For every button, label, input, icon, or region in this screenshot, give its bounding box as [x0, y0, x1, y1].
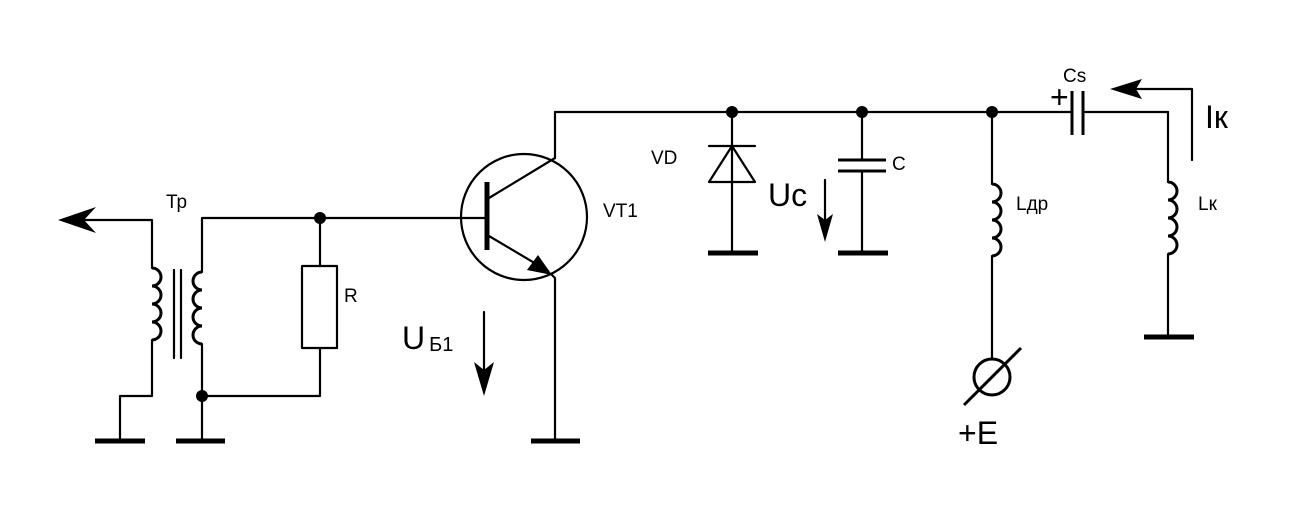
transformer-primary-bottom-lead — [118, 338, 154, 442]
transformer-secondary-coil — [191, 270, 203, 346]
cap-voltage-arrowhead — [817, 214, 833, 242]
resistor-label: R — [344, 286, 358, 307]
load-inductor-coil — [1167, 180, 1179, 256]
resistor-body — [300, 264, 339, 350]
transistor-body — [459, 152, 589, 282]
current-arrow-shaft — [1128, 87, 1194, 162]
transistor-label: VT1 — [603, 201, 638, 222]
junction-choke — [986, 106, 998, 118]
base-voltage-sub: Б1 — [429, 334, 453, 356]
choke-coil — [991, 182, 1003, 258]
transformer-primary-top-lead — [72, 218, 154, 270]
capacitor: C — [838, 110, 906, 254]
base-voltage-main: U — [402, 320, 425, 356]
choke: Lдр — [990, 110, 1048, 360]
cap-voltage-label: Uc — [768, 177, 807, 213]
output-arrow — [58, 207, 96, 233]
resistor-bottom-lead — [200, 346, 322, 398]
transistor-collector — [487, 156, 557, 200]
output-arrowhead — [58, 207, 96, 233]
resistor: R — [200, 216, 358, 398]
transistor: VT1 — [318, 110, 1064, 442]
collector-lead — [553, 110, 1064, 160]
diode: VD — [651, 110, 757, 254]
cap-voltage-indicator: Uc — [768, 177, 833, 242]
emitter-arrowhead — [527, 255, 552, 275]
capacitor-label: C — [892, 154, 906, 175]
load-inductor: Lк — [1166, 110, 1218, 338]
transformer-primary-coil — [151, 266, 163, 342]
supply-terminal-slash — [962, 346, 1023, 407]
supply-terminal-circle — [972, 357, 1012, 397]
transformer-secondary-top-lead — [200, 216, 322, 274]
coupling-cap-plus: + — [1050, 79, 1069, 115]
current-arrowhead — [1110, 79, 1142, 99]
current-indicator: Iк — [1110, 79, 1229, 162]
current-label: Iк — [1205, 99, 1229, 135]
transformer-label: Тр — [166, 192, 187, 213]
transformer: Тр — [72, 192, 322, 442]
supply-terminal: +E — [958, 346, 1023, 451]
base-voltage-arrowhead — [474, 362, 494, 396]
supply-label: +E — [958, 415, 998, 451]
choke-label: Lдр — [1016, 194, 1048, 215]
emitter-lead — [550, 273, 557, 442]
coupling-cap-label: Cs — [1063, 66, 1086, 87]
coupling-capacitor: + Cs — [1050, 66, 1170, 135]
junction-sec-bottom — [196, 390, 208, 402]
junction-diode — [726, 106, 738, 118]
load-inductor-label: Lк — [1198, 194, 1218, 215]
junction-capacitor — [856, 106, 868, 118]
diode-label: VD — [651, 148, 677, 169]
